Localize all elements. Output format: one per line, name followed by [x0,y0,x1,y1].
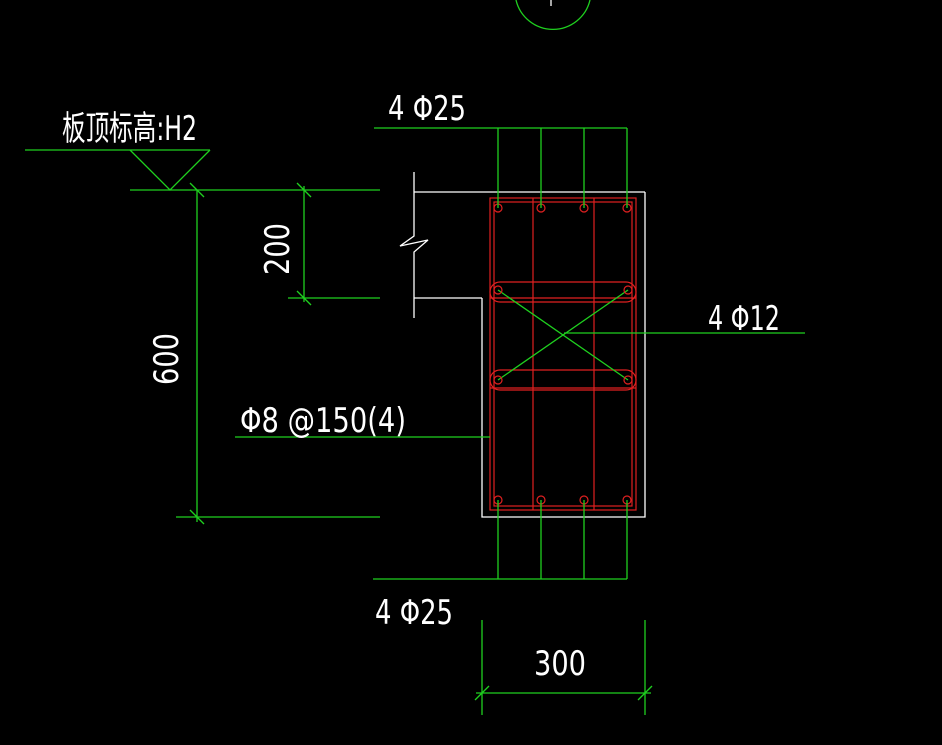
dim-slab-label: 200 [258,223,298,275]
stirrup-label: Φ8 @150(4) [240,401,406,441]
stirrup-leader: Φ8 @150(4) [235,401,490,441]
top-rebar-leader: 4 Φ25 [374,89,628,208]
elevation-marker: 板顶标高:H2 [25,109,211,191]
break-line-icon [399,172,429,318]
dimension-height: 600 [147,182,205,525]
rebar-bars [493,203,633,505]
side-rebar-leader: 4 Φ12 [564,299,805,339]
dimension-slab: 200 [258,182,312,306]
side-rebar-label: 4 Φ12 [708,299,780,339]
top-rebar-label: 4 Φ25 [388,89,466,129]
rebar-cage [489,197,637,511]
dim-width-label: 300 [534,644,586,684]
dim-height-label: 600 [147,333,187,385]
bottom-rebar-leader: 4 Φ25 [373,500,628,633]
bottom-rebar-label: 4 Φ25 [375,593,453,633]
dimension-width: 300 [474,620,653,715]
slab-outline [399,172,645,318]
beam-outline [481,192,646,518]
elevation-triangle-icon [129,149,211,191]
tie-diagonal-2 [497,289,629,381]
slab-top-elevation-label: 板顶标高:H2 [62,109,197,149]
axis-bubble [515,0,591,30]
